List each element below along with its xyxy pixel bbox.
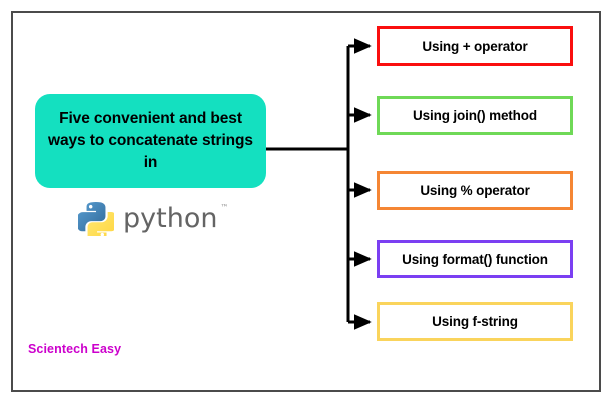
branch-label: Using f-string — [432, 314, 518, 329]
branch-label: Using % operator — [420, 183, 530, 198]
main-topic-node: Five convenient and best ways to concate… — [35, 94, 266, 188]
diagram-frame — [11, 11, 601, 392]
main-topic-label: Five convenient and best ways to concate… — [48, 110, 253, 171]
branch-box-plus-operator[interactable]: Using + operator — [377, 26, 573, 66]
branch-label: Using join() method — [413, 108, 537, 123]
branch-box-percent-operator[interactable]: Using % operator — [377, 171, 573, 210]
watermark-label: Scientech Easy — [28, 342, 122, 356]
branch-box-join-method[interactable]: Using join() method — [377, 96, 573, 135]
python-wordmark: python ™ — [123, 202, 228, 234]
branch-box-f-string[interactable]: Using f-string — [377, 302, 573, 341]
trademark-symbol: ™ — [220, 202, 229, 212]
python-snakes-icon — [78, 201, 114, 236]
branch-label: Using format() function — [402, 251, 548, 267]
python-logo: python ™ — [78, 199, 228, 237]
branch-label: Using + operator — [422, 38, 528, 54]
branch-box-format-function[interactable]: Using format() function — [377, 240, 573, 278]
python-wordmark-text: python — [123, 202, 218, 234]
